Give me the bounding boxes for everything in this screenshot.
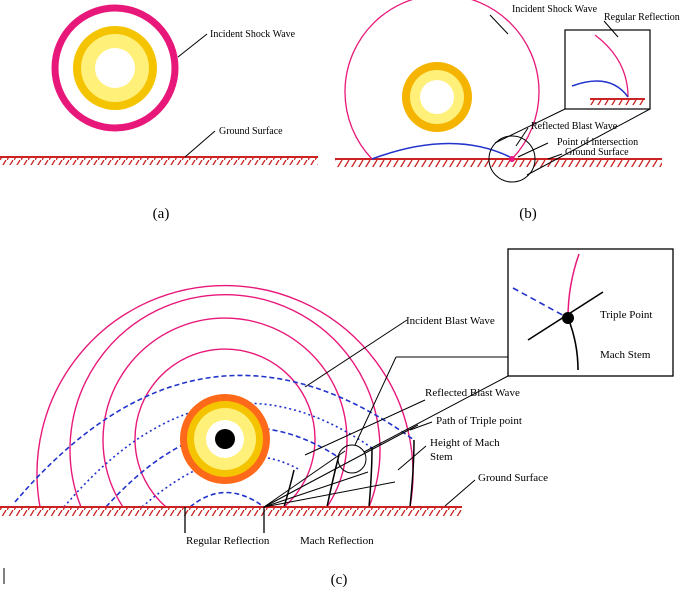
label-ground-c: Ground Surface: [478, 472, 548, 484]
panel-b: Incident Shock Wave Regular Reflection R…: [335, 0, 680, 222]
label-regular-reflection-c: Regular Reflection: [186, 535, 270, 547]
label-height-c-2: Stem: [430, 451, 453, 463]
ground-surface-a: [0, 157, 318, 165]
caption-b: (b): [519, 206, 537, 222]
label-reflected-c: Reflected Blast Wave: [425, 387, 520, 399]
zoom-circle-c: [337, 444, 367, 474]
charge-c: [215, 429, 235, 449]
inset-incident-curve: [594, 34, 629, 98]
label-mach-stem-c: Mach Stem: [600, 349, 651, 361]
ground-surface-b: [335, 159, 662, 167]
reflected-blast-wave-b: [371, 142, 515, 160]
triple-point-marker: [562, 312, 574, 324]
label-triple-point-c: Triple Point: [600, 309, 652, 321]
caption-c: (c): [331, 572, 348, 588]
panel-c: Incident Blast Wave Triple Point Mach St…: [0, 248, 674, 588]
incident-shock-wave-b: [344, 0, 540, 160]
inset-triple-point: [507, 248, 674, 377]
zoom-circle-b: [488, 135, 536, 183]
label-ground-b: Ground Surface: [565, 147, 629, 158]
panel-a: Incident Shock Wave Ground Surface (a): [0, 4, 318, 222]
label-reflected-b: Reflected Blast Wave: [531, 121, 618, 132]
mach-stems-c: [283, 439, 415, 508]
inset-regular-reflection: [564, 29, 651, 110]
label-mach-reflection-c: Mach Reflection: [300, 535, 374, 547]
incident-shock-wave-a: [51, 4, 179, 132]
label-incident-c: Incident Blast Wave: [406, 315, 495, 327]
inset-reflected-line-c: [512, 287, 569, 319]
ground-surface-c: [0, 507, 462, 516]
label-ground-a: Ground Surface: [219, 126, 283, 137]
label-regular-b: Regular Reflection: [604, 12, 680, 23]
label-path-c: Path of Triple point: [436, 415, 522, 427]
label-intersection-b: Point of intersection: [557, 137, 638, 148]
label-height-c: Height of Mach: [430, 437, 500, 449]
inset-incident-curve-c: [567, 253, 580, 319]
inset-reflected-curve: [571, 80, 629, 98]
label-incident-b: Incident Shock Wave: [512, 4, 598, 15]
path-of-triple-point-c: [263, 424, 419, 508]
label-incident-a: Incident Shock Wave: [210, 29, 296, 40]
intersection-point-b: [509, 156, 515, 162]
caption-a: (a): [153, 206, 170, 222]
